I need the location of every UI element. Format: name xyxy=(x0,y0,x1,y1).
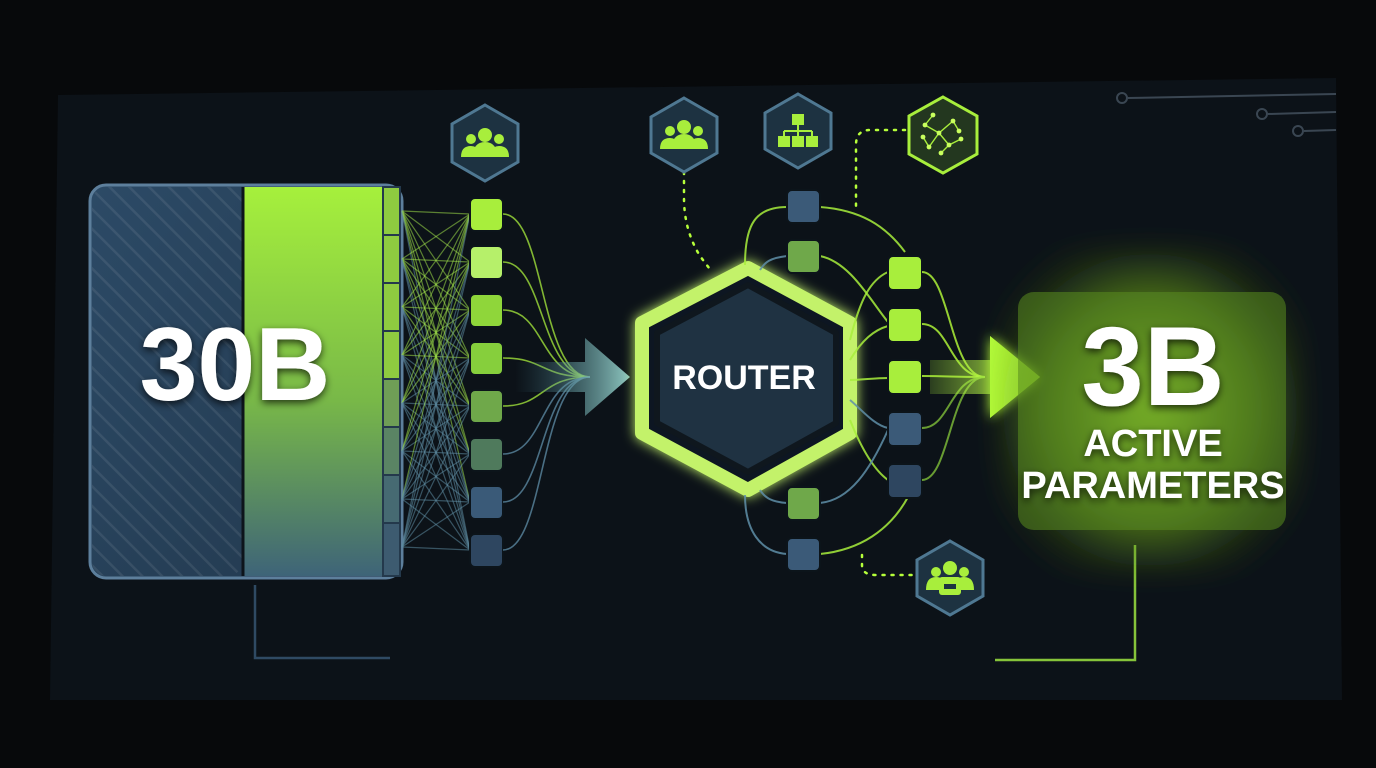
mesh-line xyxy=(401,261,471,548)
mesh-line xyxy=(401,501,471,548)
mesh-line xyxy=(401,213,471,404)
mesh-line xyxy=(401,213,471,356)
mesh-line xyxy=(401,213,471,452)
mesh-line xyxy=(401,309,471,548)
expert-square xyxy=(469,293,504,328)
mesh-line xyxy=(401,405,471,548)
connector-lines xyxy=(253,545,1137,662)
mesh-line xyxy=(401,213,471,260)
output-expert-column xyxy=(887,255,923,499)
total-parameters-label: 30B xyxy=(140,307,331,423)
expert-square xyxy=(469,533,504,568)
flow-curve xyxy=(759,489,788,504)
flow-curve xyxy=(759,255,788,271)
expert-square xyxy=(786,189,821,224)
flow-curve xyxy=(819,429,889,504)
input-expert-column xyxy=(469,197,504,568)
mesh-line xyxy=(401,546,471,551)
neural-network-icon xyxy=(907,95,979,175)
expert-square xyxy=(887,463,923,499)
active-parameters-panel xyxy=(1000,250,1300,570)
flow-curve xyxy=(849,399,889,429)
router-expert-squares xyxy=(786,189,821,572)
expert-square xyxy=(887,307,923,343)
team-icon xyxy=(915,539,985,617)
mesh-line xyxy=(401,213,471,500)
flow-curve xyxy=(744,494,788,555)
active-parameters-line-2: PARAMETERS xyxy=(1021,465,1284,507)
hierarchy-icon xyxy=(763,92,833,170)
circuit-decoration xyxy=(1116,92,1337,137)
expert-square xyxy=(786,537,821,572)
active-parameters-value: 3B xyxy=(1081,304,1224,429)
group-icon xyxy=(649,96,719,174)
flow-curve xyxy=(849,271,889,341)
group-icon xyxy=(450,103,520,183)
mesh-line xyxy=(401,357,471,548)
expert-square xyxy=(469,341,504,376)
flow-curve xyxy=(819,255,889,323)
total-parameters-block xyxy=(88,183,404,580)
expert-square xyxy=(469,389,504,424)
expert-square xyxy=(469,437,504,472)
expert-square xyxy=(469,245,504,280)
flow-curve xyxy=(849,377,889,381)
expert-square xyxy=(469,485,504,520)
mesh-line xyxy=(401,213,471,308)
dotted-links xyxy=(682,128,914,577)
expert-square xyxy=(786,239,821,274)
connection-mesh xyxy=(401,210,471,551)
mesh-line xyxy=(401,210,471,215)
expert-square xyxy=(887,255,923,291)
flow-curve xyxy=(819,206,906,253)
flow-arrow-1 xyxy=(515,338,630,416)
router-fan-out xyxy=(744,206,909,555)
flow-curve xyxy=(744,206,788,266)
flow-curve xyxy=(849,419,889,481)
mesh-line xyxy=(401,213,471,548)
expert-square xyxy=(786,486,821,521)
router-label: ROUTER xyxy=(672,359,816,397)
flow-curve xyxy=(819,496,909,555)
expert-square xyxy=(887,359,923,395)
expert-square xyxy=(469,197,504,232)
expert-square xyxy=(887,411,923,447)
router-node xyxy=(635,261,857,497)
mesh-line xyxy=(401,453,471,548)
flow-curve xyxy=(849,325,889,361)
active-parameters-line-1: ACTIVE xyxy=(1083,423,1222,465)
